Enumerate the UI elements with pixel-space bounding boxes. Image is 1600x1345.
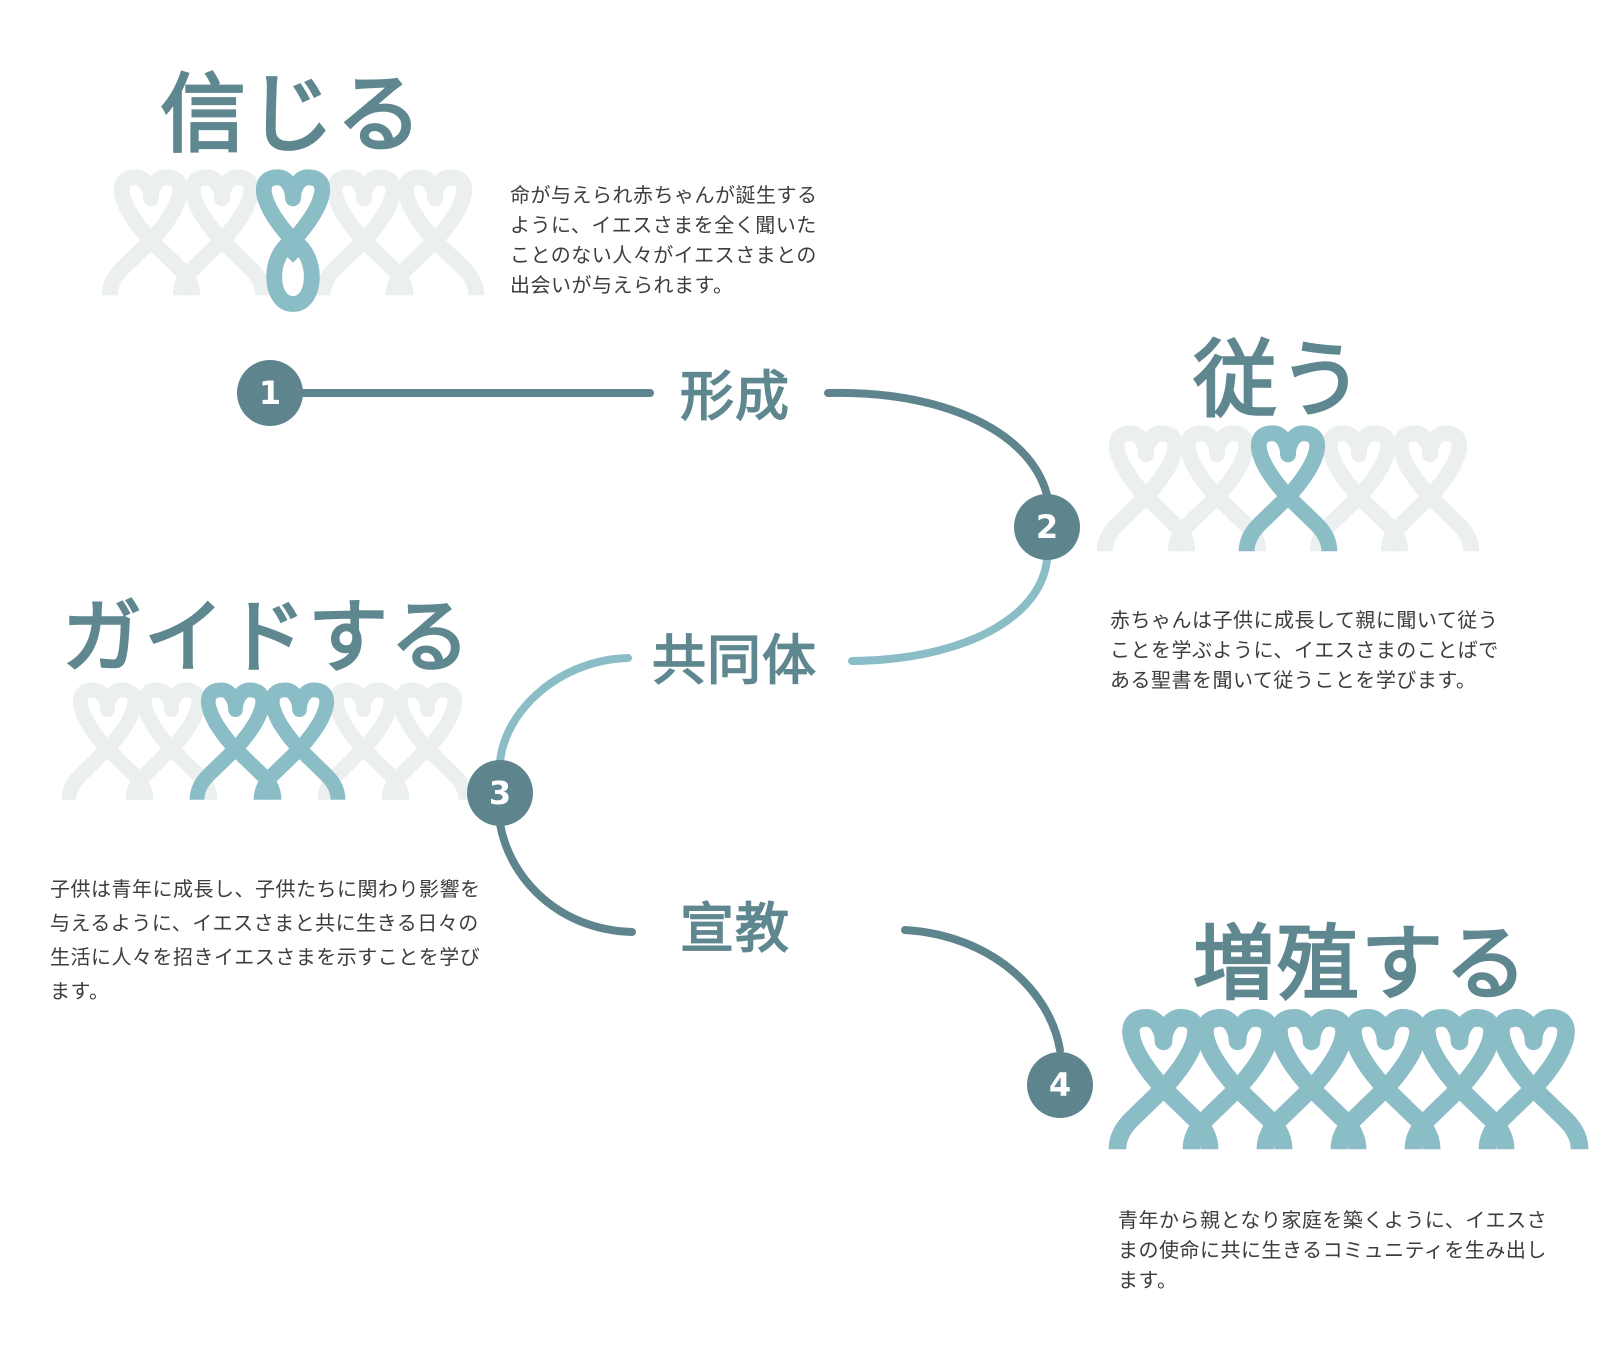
stage-4-number-badge: 4	[1027, 1052, 1093, 1118]
ribbon-person-icon	[172, 169, 272, 296]
path-segment-community-3	[496, 654, 632, 766]
stage-3-number-badge: 3	[467, 760, 533, 826]
stage-3-title: ガイドする	[62, 591, 472, 684]
phase-label-formation: 形成	[680, 365, 790, 428]
stage-4-description: 青年から親となり家庭を築くように、イエスさまの使命に共に生きるコミュニティを生み…	[1118, 1208, 1548, 1292]
ribbon-person-icon	[253, 682, 346, 801]
heart-icon	[283, 248, 303, 263]
ribbon-person-icon	[381, 682, 474, 801]
stage-2-title: 従う	[1193, 331, 1366, 429]
path-segment-mission-4	[901, 926, 1064, 1054]
ribbon-person-icon	[1478, 1009, 1589, 1150]
path-segment-2-community	[848, 556, 1051, 665]
stage-3-figures	[61, 682, 474, 801]
journey-path	[296, 388, 1064, 1054]
stage-1-title: 信じる	[160, 65, 424, 165]
phase-label-community: 共同体	[652, 629, 817, 692]
stage-1-description: 命が与えられ赤ちゃんが誕生するように、イエスさまを全く聞いたことのない人々がイエ…	[510, 183, 818, 297]
phase-label-mission: 宣教	[680, 897, 790, 960]
stage-4-title: 増殖する	[1193, 917, 1530, 1012]
path-segment-3-mission	[496, 820, 636, 936]
ribbon-person-icon	[1380, 425, 1480, 552]
ribbon-person-icon	[1238, 425, 1338, 552]
stage-1-number-badge: 1	[237, 360, 303, 426]
stage-4-figures	[1108, 1009, 1589, 1150]
stage-2-figures	[1096, 425, 1480, 552]
ribbon-person-icon	[385, 169, 485, 296]
stage-2-number-badge: 2	[1014, 494, 1080, 560]
baby-heart-icon	[255, 169, 331, 312]
path-segment-formation-2	[824, 388, 1051, 499]
stage-1-figures	[101, 169, 485, 312]
stage-2-description: 赤ちゃんは子供に成長して親に聞いて従うことを学ぶように、イエスさまのことばである…	[1110, 608, 1499, 692]
stage-3-description: 子供は青年に成長し、子供たちに関わり影響を与えるように、イエスさまと共に生きる日…	[50, 877, 481, 1003]
